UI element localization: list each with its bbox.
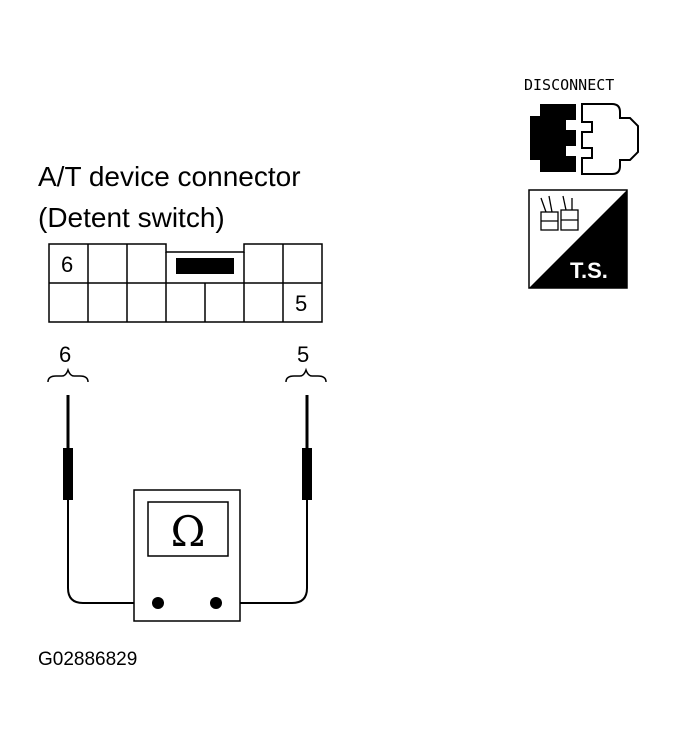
ohmmeter (133, 489, 241, 622)
ts-badge (528, 189, 628, 289)
probe-left-label: 6 (59, 342, 71, 367)
figure-id: G02886829 (38, 649, 137, 670)
ohmmeter-display (147, 501, 229, 557)
ohmmeter-terminal-left (152, 597, 164, 609)
ohm-symbol: Ω (171, 507, 206, 556)
probe-right (216, 395, 312, 604)
ts-label: T.S. (570, 258, 608, 283)
brace-right (285, 367, 327, 383)
title-line-2: (Detent switch) (38, 202, 225, 233)
connector-pin-6-label: 6 (61, 252, 73, 277)
brace-left (47, 367, 89, 383)
disconnect-label: DISCONNECT (524, 76, 614, 94)
probe-right-label: 5 (297, 342, 309, 367)
connector-pin-5-label: 5 (295, 291, 307, 316)
tester-icon (540, 195, 579, 231)
probe-left (63, 395, 158, 604)
disconnect-connector-icon (530, 103, 639, 175)
connector-latch (176, 258, 234, 274)
ohmmeter-terminal-right (210, 597, 222, 609)
connector-face (48, 243, 323, 323)
title-line-1: A/T device connector (38, 161, 301, 192)
